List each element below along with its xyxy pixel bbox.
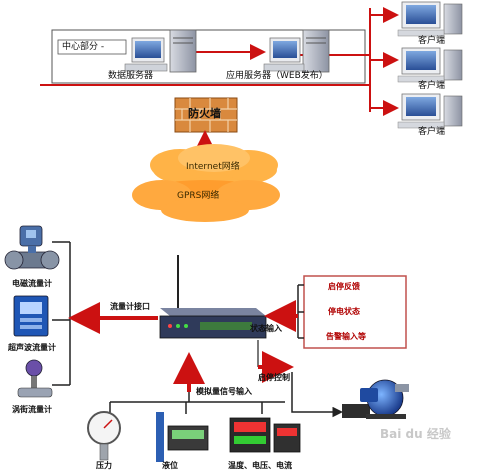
sensor-label-pressure: 压力 [96,461,112,470]
central-frame [51,29,366,84]
ultrasonic-flowmeter-icon [13,295,49,337]
app-server-label: 应用服务器（WEB发布） [226,71,328,81]
status-item-3: 告警输入等 [326,332,366,341]
multi-meter-icon [229,417,301,453]
start-stop-label: 启停控制 [258,373,290,382]
gprs-label: GPRS网络 [177,191,220,201]
client-computer-icon-1 [397,1,463,37]
internet-cloud-shape [150,144,278,188]
level-sensor-icon [156,412,209,462]
vortex-flowmeter-icon [17,359,53,398]
status-panel-box [303,275,407,349]
firewall-icon [174,97,238,133]
router-icon [159,308,267,339]
pressure-gauge-icon [87,411,121,461]
data-server-label: 数据服务器 [108,71,154,81]
sensor-label-level: 液位 [162,461,178,470]
flowmeter-label-3: 涡街流量计 [12,405,52,414]
analog-input-label: 模拟量信号输入 [196,387,252,396]
client-label-1: 客户端 [418,36,446,46]
status-item-2: 停电状态 [328,307,360,316]
status-input-label: 状态输入 [250,324,282,333]
client-computer-icon-3 [397,93,463,129]
app-server-icon [263,29,330,73]
flowmeter-label-2: 超声波流量计 [8,343,56,352]
client-label-2: 客户端 [418,81,446,91]
status-item-1: 启停反馈 [328,282,360,291]
central-title-box [57,39,127,55]
client-label-3: 客户端 [418,127,446,137]
water-pump-icon [342,379,409,419]
data-server-icon [124,29,197,73]
flowmeter-label-1: 电磁流量计 [12,279,52,288]
client-computer-icon-2 [397,47,463,83]
internet-label: Internet网络 [186,162,240,172]
flow-interface-label: 流量计接口 [110,302,150,311]
firewall-label: 防火墙 [188,107,221,120]
central-title: 中心部分 - [62,42,105,52]
watermark-text: Bai du 经验 [380,427,451,441]
sensor-label-tvc: 温度、电压、电流 [228,461,292,470]
electromagnetic-flowmeter-icon [4,225,60,270]
gprs-cloud-shape [132,180,280,222]
pump-link [291,372,343,418]
